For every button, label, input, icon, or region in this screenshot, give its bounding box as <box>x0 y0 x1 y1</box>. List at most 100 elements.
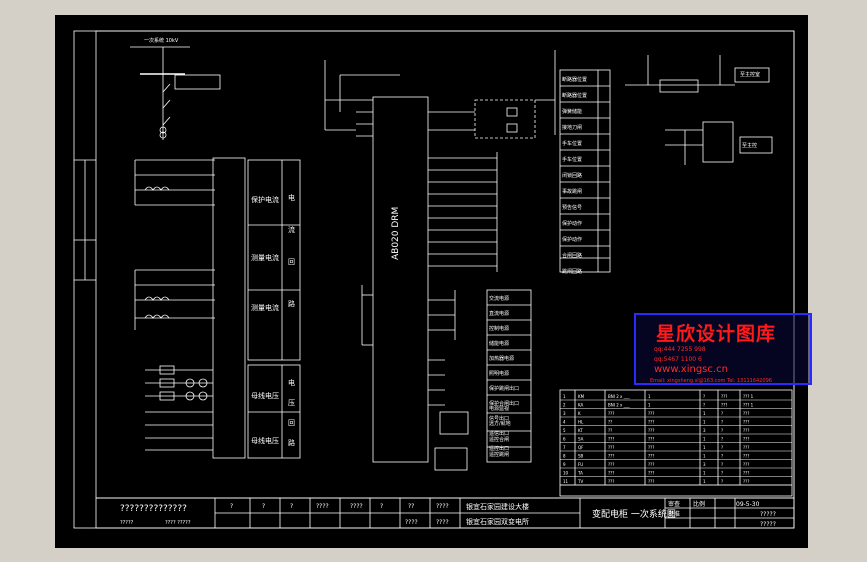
equipment-table-cell: ??? <box>743 462 749 467</box>
top-left-label: 一次系统 10kV <box>144 37 179 44</box>
equipment-table-cell: 4 <box>563 420 566 425</box>
controller-outputs <box>428 152 498 272</box>
equipment-table-cell: TV <box>577 479 583 484</box>
equipment-table-cell: ??? <box>648 471 654 476</box>
equipment-table-cell: ??? <box>743 445 749 450</box>
mid-table-label: 信号出口 <box>489 415 509 422</box>
mid-table-label: 储能电源 <box>489 340 509 347</box>
voltage-side-1: 电 <box>288 378 295 387</box>
header-cell-6: ? <box>380 503 383 510</box>
mid-table-label: 照明电源 <box>489 370 509 377</box>
current-side-1: 电 <box>288 193 295 202</box>
equipment-table-cell: ?? <box>608 420 612 425</box>
equipment-table-cell: 9 <box>563 462 566 467</box>
equipment-table-cell: 1 <box>703 445 706 450</box>
header-cell-2: ? <box>262 503 265 510</box>
current-side-3: 回 <box>288 258 295 266</box>
label-review: 审查 <box>668 500 680 508</box>
equipment-table-cell: ??? <box>648 445 654 450</box>
left-small-1: ????? <box>120 520 134 526</box>
equipment-table-cell: 2 <box>563 403 566 408</box>
equipment-table-cell: ? <box>721 479 723 484</box>
protection-label-4: 母线电压 <box>251 391 279 400</box>
equipment-table-cell: ? <box>703 394 705 399</box>
watermark-title: 星欣设计图库 <box>656 323 777 345</box>
equipment-table-cell: ?? <box>608 428 612 433</box>
equipment-table-cell: 1 <box>703 420 706 425</box>
equipment-table-cell: ??? 1 <box>743 394 754 399</box>
row2-cell-1: ???? <box>436 519 449 526</box>
equipment-table-cell: 8 <box>563 454 566 459</box>
watermark-stamp: 星欣设计图库 qq:444 7255 998 qq:5467 1100 6 ww… <box>634 313 812 385</box>
equipment-table-cell: 1 <box>703 454 706 459</box>
signal-table-label: 预告信号 <box>562 204 582 211</box>
bottom-label-1: 电源监视 <box>489 405 509 412</box>
left-small-2: ???? ????? <box>165 520 191 526</box>
equipment-table-cell: QF <box>578 445 584 450</box>
drawing-title: 变配电柜 一次系统图 <box>592 508 676 520</box>
signal-table-label: 接地刀闸 <box>562 124 582 131</box>
header-cell-8: ???? <box>436 503 449 510</box>
signal-table-label: 合闸回路 <box>562 252 582 259</box>
controller-module <box>372 96 429 463</box>
equipment-table-cell: 3 <box>563 411 566 416</box>
watermark-qq-2: qq:5467 1100 6 <box>654 356 702 363</box>
mid-table-rows: 交流电源直流电源控制电源储能电源加热器电源照明电源保护跳闸出口保护合闸出口信号出… <box>489 295 519 452</box>
equipment-table-cell: ??? <box>743 471 749 476</box>
equipment-table-cell: ??? <box>648 411 654 416</box>
equipment-table-cell: ??? <box>608 437 614 442</box>
label-number: ????? <box>760 521 776 528</box>
equipment-table-cell: KT <box>578 428 583 433</box>
design-institute-1: 银宜石家园建设大楼 <box>466 502 529 511</box>
equipment-table-cell: 11 <box>563 479 569 484</box>
label-sheet: ????? <box>760 511 776 518</box>
watermark-website: www.xingsc.cn <box>654 364 728 375</box>
mid-table-label: 遥控出口 <box>489 445 509 452</box>
header-cell-1: ? <box>230 503 233 510</box>
outer-border <box>73 30 795 529</box>
mid-table-label: 加热器电源 <box>489 355 514 362</box>
equipment-table-cell: 7 <box>563 445 566 450</box>
equipment-table-cell: HL <box>578 420 584 425</box>
equipment-table-cell: 3 <box>703 462 706 467</box>
header-cell-3: ? <box>290 503 293 510</box>
label-approve: 批准 <box>668 510 680 518</box>
signal-table-label: 跳闸回路 <box>562 268 582 275</box>
equipment-table-cell: ??? <box>648 437 654 442</box>
date: 09-5-30 <box>736 501 760 508</box>
equipment-table-cell: ??? <box>608 471 614 476</box>
equipment-table-cell: ??? <box>648 420 654 425</box>
header-cell-5: ???? <box>350 503 363 510</box>
equipment-table-cell: ? <box>703 403 705 408</box>
protection-label-1: 保护电流 <box>251 195 279 204</box>
equipment-table-cell: 1 <box>563 394 566 399</box>
equipment-table-cell: SB <box>578 454 584 459</box>
equipment-table-cell: ? <box>721 445 723 450</box>
header-cell-7: ?? <box>408 503 414 510</box>
mid-table-label: 保护合闸出口 <box>489 400 519 407</box>
project-name: ?????????????? <box>120 504 187 514</box>
mid-table-label: 遥信出口 <box>489 430 509 437</box>
equipment-table-cell: BNI 2 x ___ <box>608 394 631 399</box>
equipment-table-cell: ? <box>721 462 723 467</box>
equipment-table-cell: ??? <box>648 428 654 433</box>
equipment-table-cell: ? <box>721 420 723 425</box>
equipment-table-cell: ??? <box>608 411 614 416</box>
watermark-email: Email: xingsheng.sl@163.com Tel: 1311164… <box>650 378 772 384</box>
equipment-table-cell: ??? <box>608 454 614 459</box>
controller-label: AB020 DRM <box>391 207 401 260</box>
current-side-2: 流 <box>288 225 295 234</box>
bottom-label-3: 遥控合闸 <box>489 436 509 443</box>
equipment-table-cell: ??? <box>721 394 727 399</box>
equipment-table-cell: ??? <box>608 462 614 467</box>
equipment-table-cell: ??? <box>721 403 727 408</box>
equipment-table-cell: ??? <box>743 437 749 442</box>
voltage-side-4: 路 <box>288 438 295 447</box>
mid-table-label: 保护跳闸出口 <box>489 385 519 392</box>
equipment-table-cell: 1 <box>703 411 706 416</box>
signal-table-label: 弹簧储能 <box>562 108 582 115</box>
equipment-table-cell: ??? 1 <box>743 403 754 408</box>
row2-cell-2: ???? <box>405 519 418 526</box>
equipment-table-cell: 1 <box>703 471 706 476</box>
